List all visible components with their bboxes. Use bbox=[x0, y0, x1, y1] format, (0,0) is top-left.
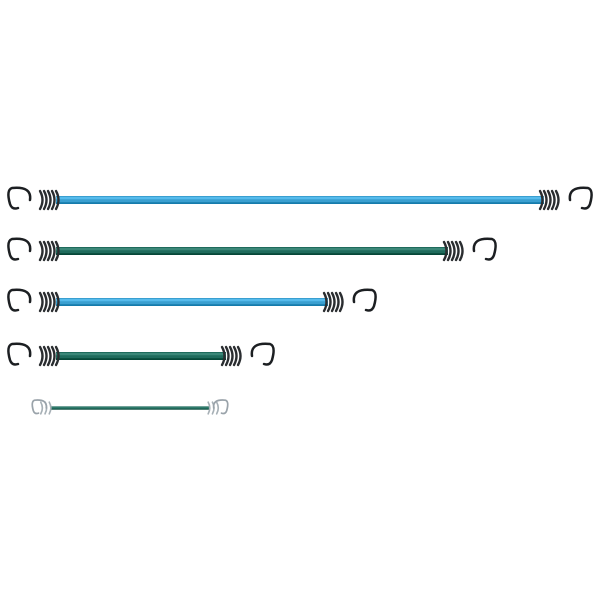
right-coil-icon bbox=[442, 240, 464, 262]
black-hook-icon bbox=[568, 186, 593, 210]
bungee-cord bbox=[7, 288, 377, 313]
black-hook-icon bbox=[7, 342, 32, 366]
cord-shadow bbox=[56, 202, 544, 204]
cord-shadow bbox=[50, 408, 210, 410]
bungee-cord bbox=[7, 342, 275, 367]
cord-strap bbox=[56, 298, 328, 306]
cord-highlight bbox=[56, 353, 226, 356]
cord-shadow bbox=[56, 304, 328, 306]
silver-hook-icon bbox=[31, 399, 48, 415]
cord-highlight bbox=[56, 248, 448, 251]
black-hook-icon bbox=[250, 342, 275, 366]
left-coil-icon bbox=[38, 189, 60, 211]
left-coil-icon bbox=[38, 240, 60, 262]
cord-group bbox=[7, 186, 593, 415]
black-hook-icon bbox=[352, 288, 377, 312]
bungee-cord bbox=[7, 186, 593, 211]
cord-shadow bbox=[56, 253, 448, 255]
cord-strap bbox=[56, 247, 448, 255]
right-coil-icon bbox=[538, 189, 560, 211]
cord-strap bbox=[56, 352, 226, 360]
cord-highlight bbox=[50, 407, 210, 409]
black-hook-icon bbox=[472, 237, 497, 261]
black-hook-icon bbox=[7, 237, 32, 261]
left-coil-icon bbox=[38, 345, 60, 367]
bungee-cord bbox=[7, 237, 497, 262]
right-coil-icon bbox=[322, 291, 344, 313]
black-hook-icon bbox=[7, 186, 32, 210]
cord-highlight bbox=[56, 197, 544, 200]
right-coil-icon bbox=[220, 345, 242, 367]
cord-shadow bbox=[56, 358, 226, 360]
left-coil-icon bbox=[38, 291, 60, 313]
bungee-cord bbox=[31, 399, 229, 415]
silver-hook-icon bbox=[212, 399, 229, 415]
cord-highlight bbox=[56, 299, 328, 302]
cord-strap bbox=[56, 196, 544, 204]
black-hook-icon bbox=[7, 288, 32, 312]
